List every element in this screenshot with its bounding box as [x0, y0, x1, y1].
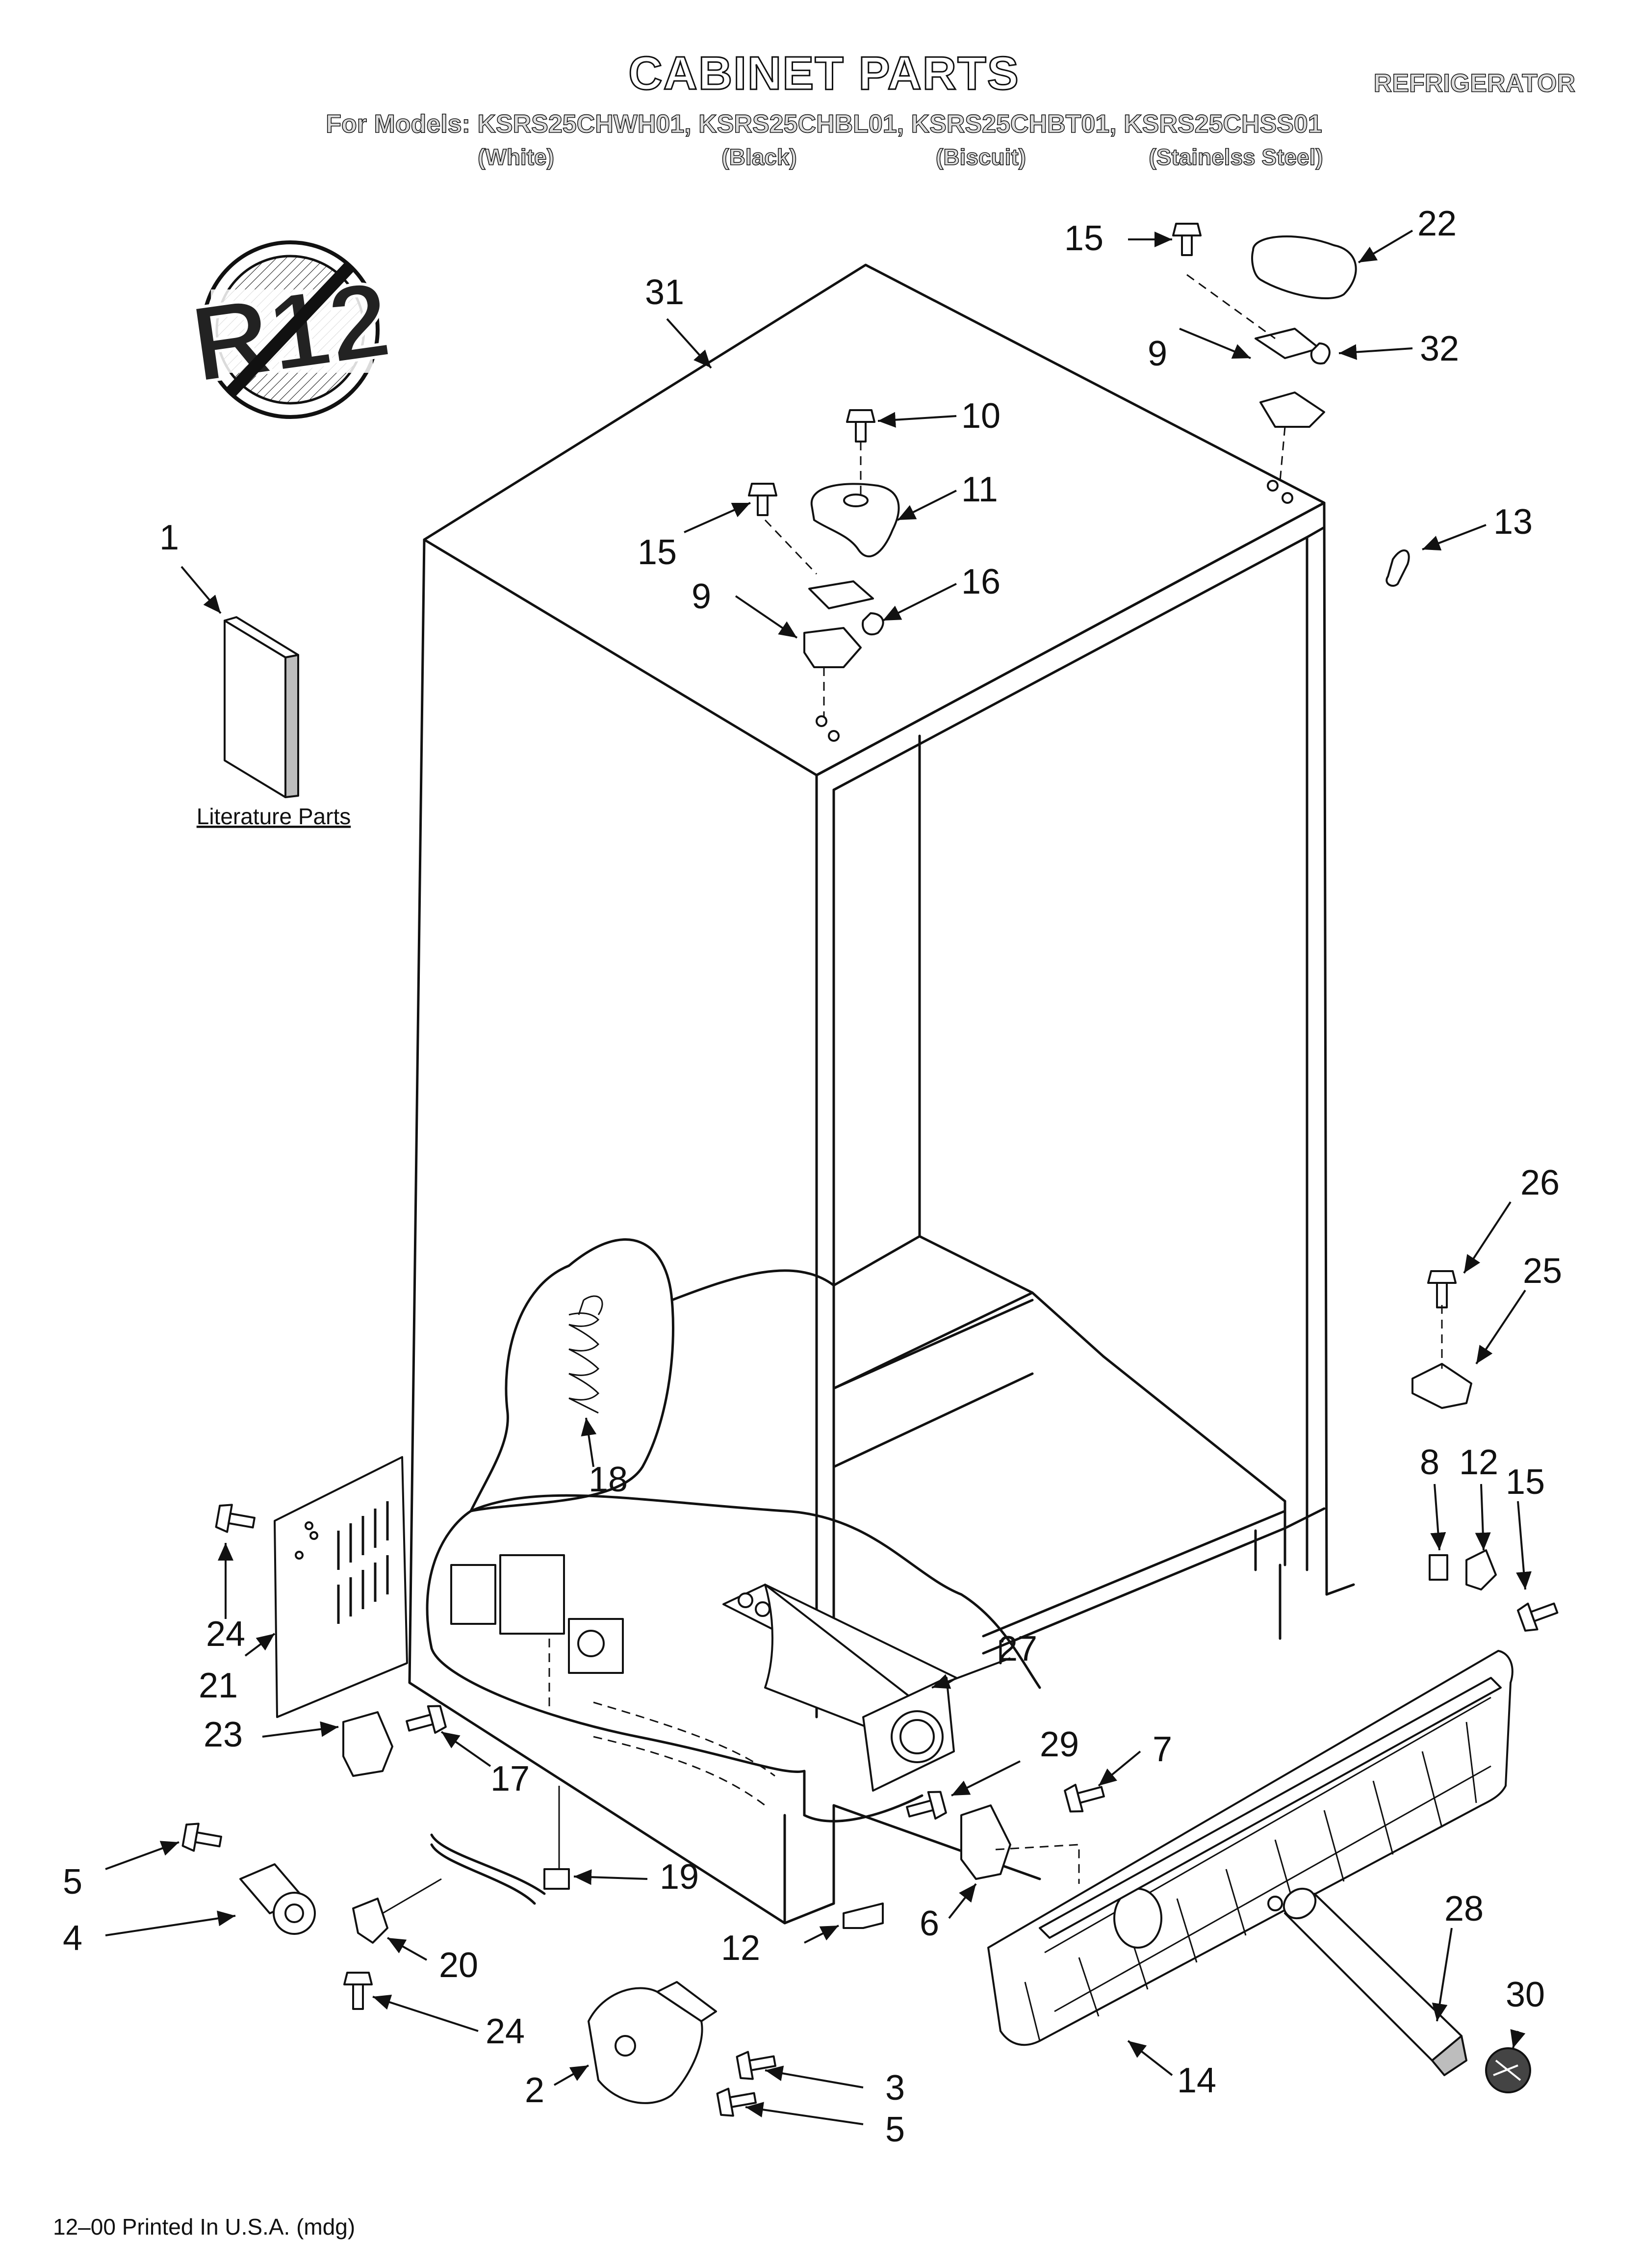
- callout-15-mid: 15: [638, 533, 677, 572]
- appliance-category: REFRIGERATOR: [1374, 69, 1575, 98]
- color-biscuit: (Biscuit): [936, 144, 1026, 170]
- callout-3: 3: [885, 2068, 905, 2108]
- callout-24-upper: 24: [206, 1615, 245, 1654]
- top-left-hinge: [764, 442, 900, 742]
- compressor-components: [450, 1554, 624, 1707]
- callout-30: 30: [1506, 1975, 1545, 2014]
- grille-bracket: [960, 1804, 1011, 1880]
- no-r12-refrigerant-icon: R12: [183, 240, 399, 419]
- page-title: CABINET PARTS: [628, 47, 1020, 100]
- callout-9-right: 9: [1148, 334, 1167, 373]
- grille-clip: [843, 1903, 884, 1929]
- callout-10: 10: [961, 396, 1001, 436]
- color-white: (White): [478, 144, 554, 170]
- callout-14: 14: [1177, 2061, 1216, 2100]
- callout-32: 32: [1420, 329, 1459, 368]
- callout-24-lower: 24: [486, 2012, 525, 2051]
- callout-17: 17: [490, 1759, 530, 1799]
- callout-25: 25: [1523, 1251, 1562, 1291]
- roller-assembly: [239, 1863, 316, 1935]
- tube-clip: [352, 1898, 388, 1944]
- callout-31: 31: [645, 273, 684, 312]
- wire-bracket: [342, 1711, 393, 1777]
- callout-5-left: 5: [63, 1862, 82, 1902]
- callout-20: 20: [439, 1946, 478, 1985]
- filter-cap: [1485, 2047, 1531, 2093]
- condenser-fan-shroud: [722, 1584, 957, 1792]
- callout-28: 28: [1444, 1889, 1484, 1929]
- callout-7: 7: [1153, 1730, 1172, 1769]
- callout-29: 29: [1040, 1725, 1079, 1764]
- callout-15-right: 15: [1506, 1462, 1545, 1502]
- models-line: For Models: KSRS25CHWH01, KSRS25CHBL01, …: [326, 110, 1322, 138]
- callout-26: 26: [1520, 1163, 1560, 1202]
- water-filter: [1267, 1887, 1467, 2076]
- callout-5-lower: 5: [885, 2110, 905, 2149]
- print-note: 12–00 Printed In U.S.A. (mdg): [53, 2214, 355, 2240]
- callout-12-right: 12: [1459, 1443, 1498, 1482]
- literature-booklet: [224, 616, 299, 798]
- callout-4: 4: [63, 1919, 82, 1958]
- screws: [181, 223, 1559, 2117]
- door-stop-bracket: [1411, 1363, 1472, 1409]
- top-right-hinge: [1186, 235, 1357, 504]
- callout-22: 22: [1417, 204, 1457, 243]
- leader-lines: [105, 230, 1532, 2125]
- callout-16: 16: [961, 562, 1001, 601]
- callout-8: 8: [1420, 1443, 1439, 1482]
- callout-21: 21: [199, 1666, 238, 1705]
- spring-part: [568, 1295, 603, 1414]
- color-black: (Black): [721, 144, 796, 170]
- callout-13: 13: [1493, 502, 1533, 542]
- shim-right: [1429, 1554, 1448, 1581]
- water-tube: [430, 1833, 546, 1895]
- callout-9-left: 9: [692, 577, 711, 616]
- callout-23: 23: [204, 1715, 243, 1754]
- control-panel: [274, 1456, 408, 1718]
- callout-numbers: 31 15 22 9 32 10 11 15 16 9 13 1 26 25 8…: [63, 204, 1562, 2149]
- callout-27: 27: [998, 1629, 1037, 1668]
- callout-1: 1: [159, 518, 179, 557]
- callout-18: 18: [589, 1460, 628, 1499]
- base-grille: [987, 1650, 1514, 2046]
- callout-12-lower: 12: [721, 1929, 760, 1968]
- hinge-pin-right: [1465, 1549, 1497, 1590]
- cabinet-body: [408, 263, 1355, 1925]
- callout-2: 2: [525, 2071, 544, 2110]
- callout-11: 11: [961, 470, 998, 509]
- callout-6: 6: [920, 1904, 939, 1943]
- literature-parts-label: Literature Parts: [197, 804, 351, 829]
- color-stainless: (Stainelss Steel): [1149, 144, 1323, 170]
- drain-clip: [1385, 549, 1410, 587]
- callout-19: 19: [660, 1857, 699, 1897]
- leveling-assembly: [588, 1981, 717, 2104]
- callout-15-top: 15: [1064, 219, 1103, 258]
